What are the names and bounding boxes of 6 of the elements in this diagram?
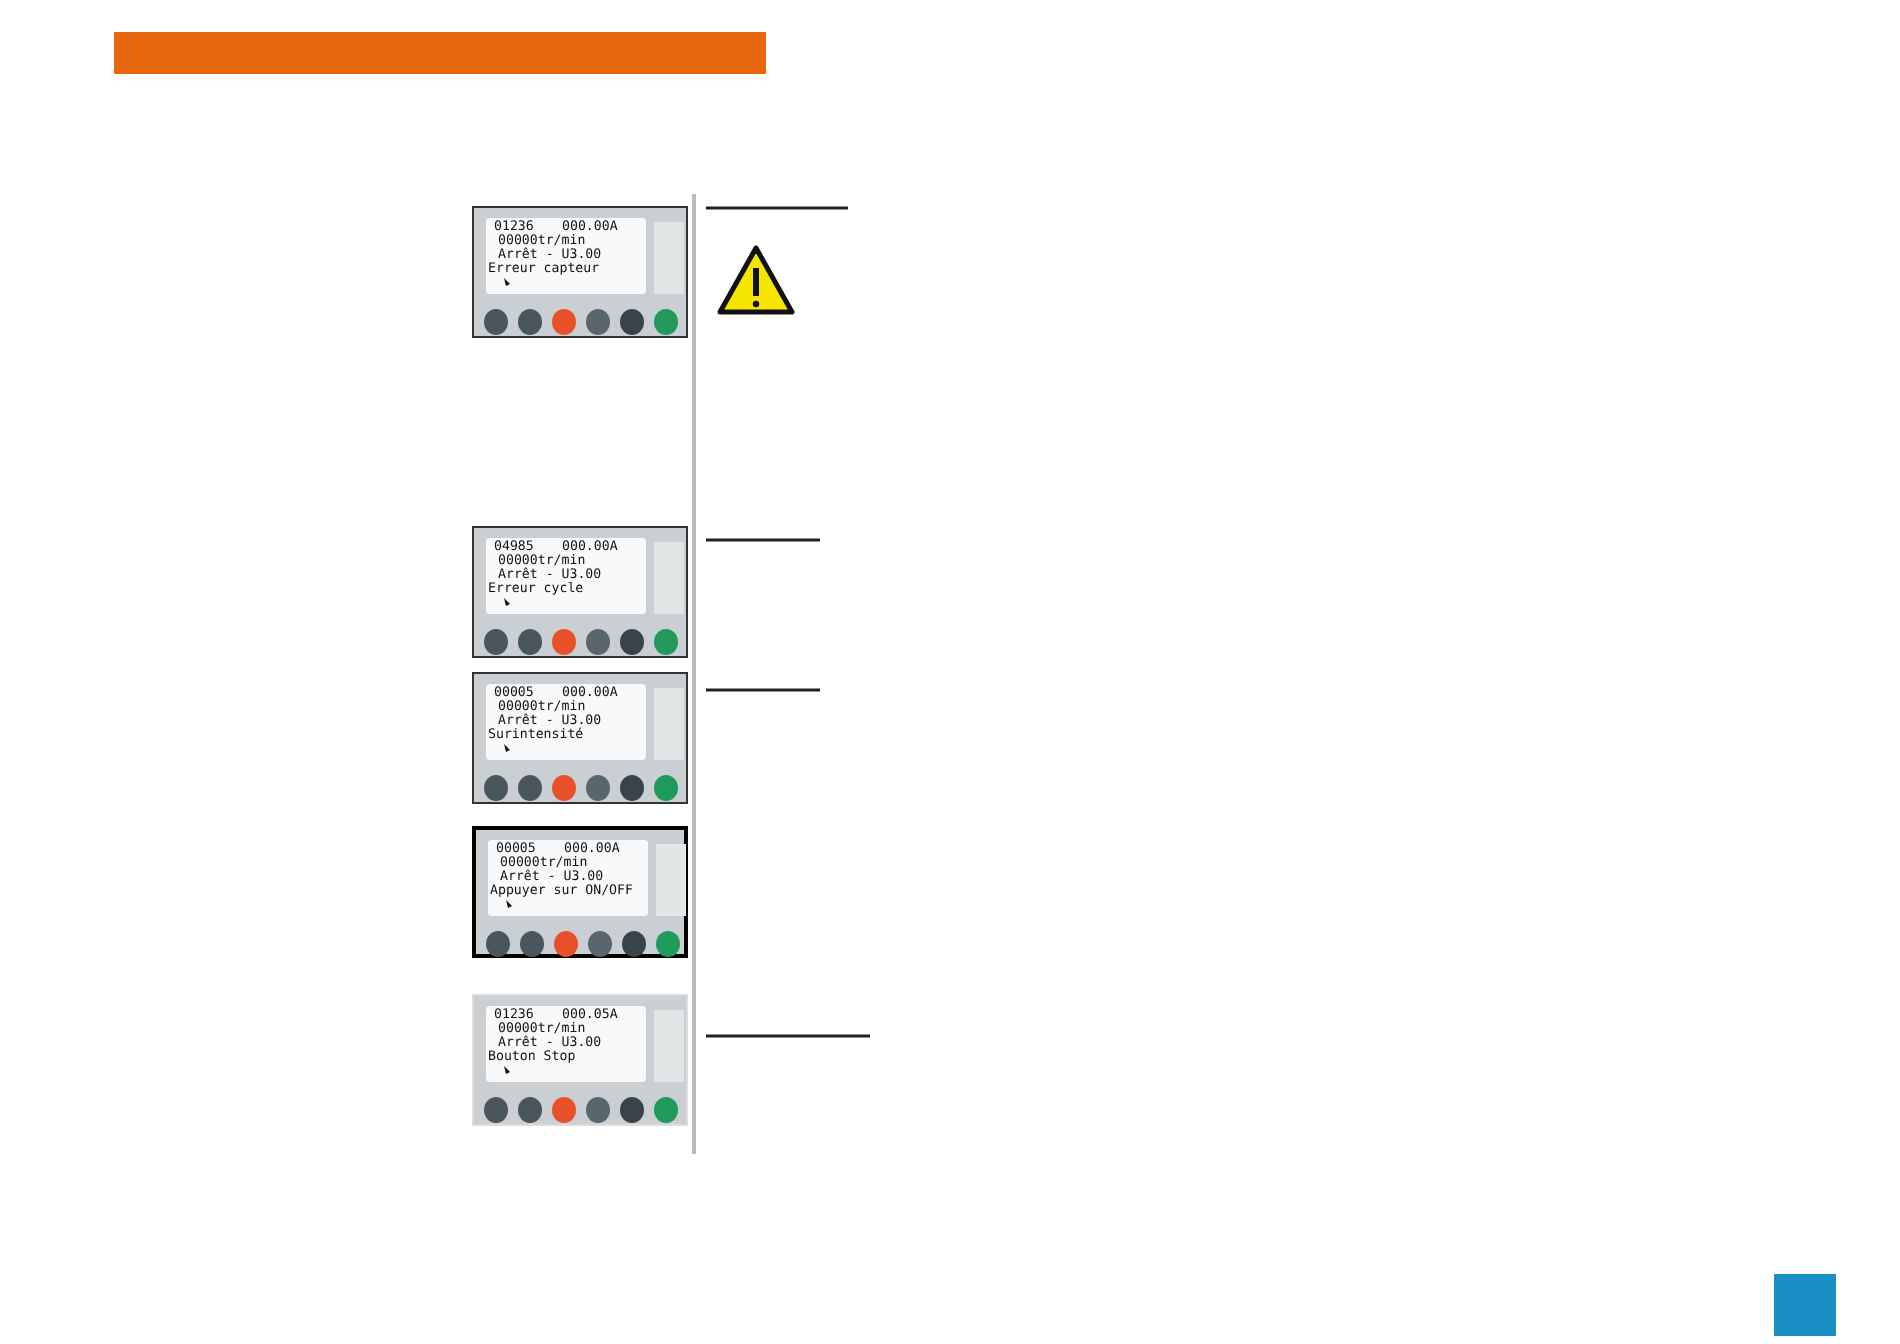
title-bar bbox=[114, 32, 766, 74]
control-panel-screen bbox=[472, 206, 688, 338]
control-panel-screen bbox=[472, 672, 688, 804]
control-panel-screen bbox=[472, 994, 688, 1126]
control-panel-screen bbox=[472, 826, 688, 958]
control-panel-screen bbox=[472, 526, 688, 658]
